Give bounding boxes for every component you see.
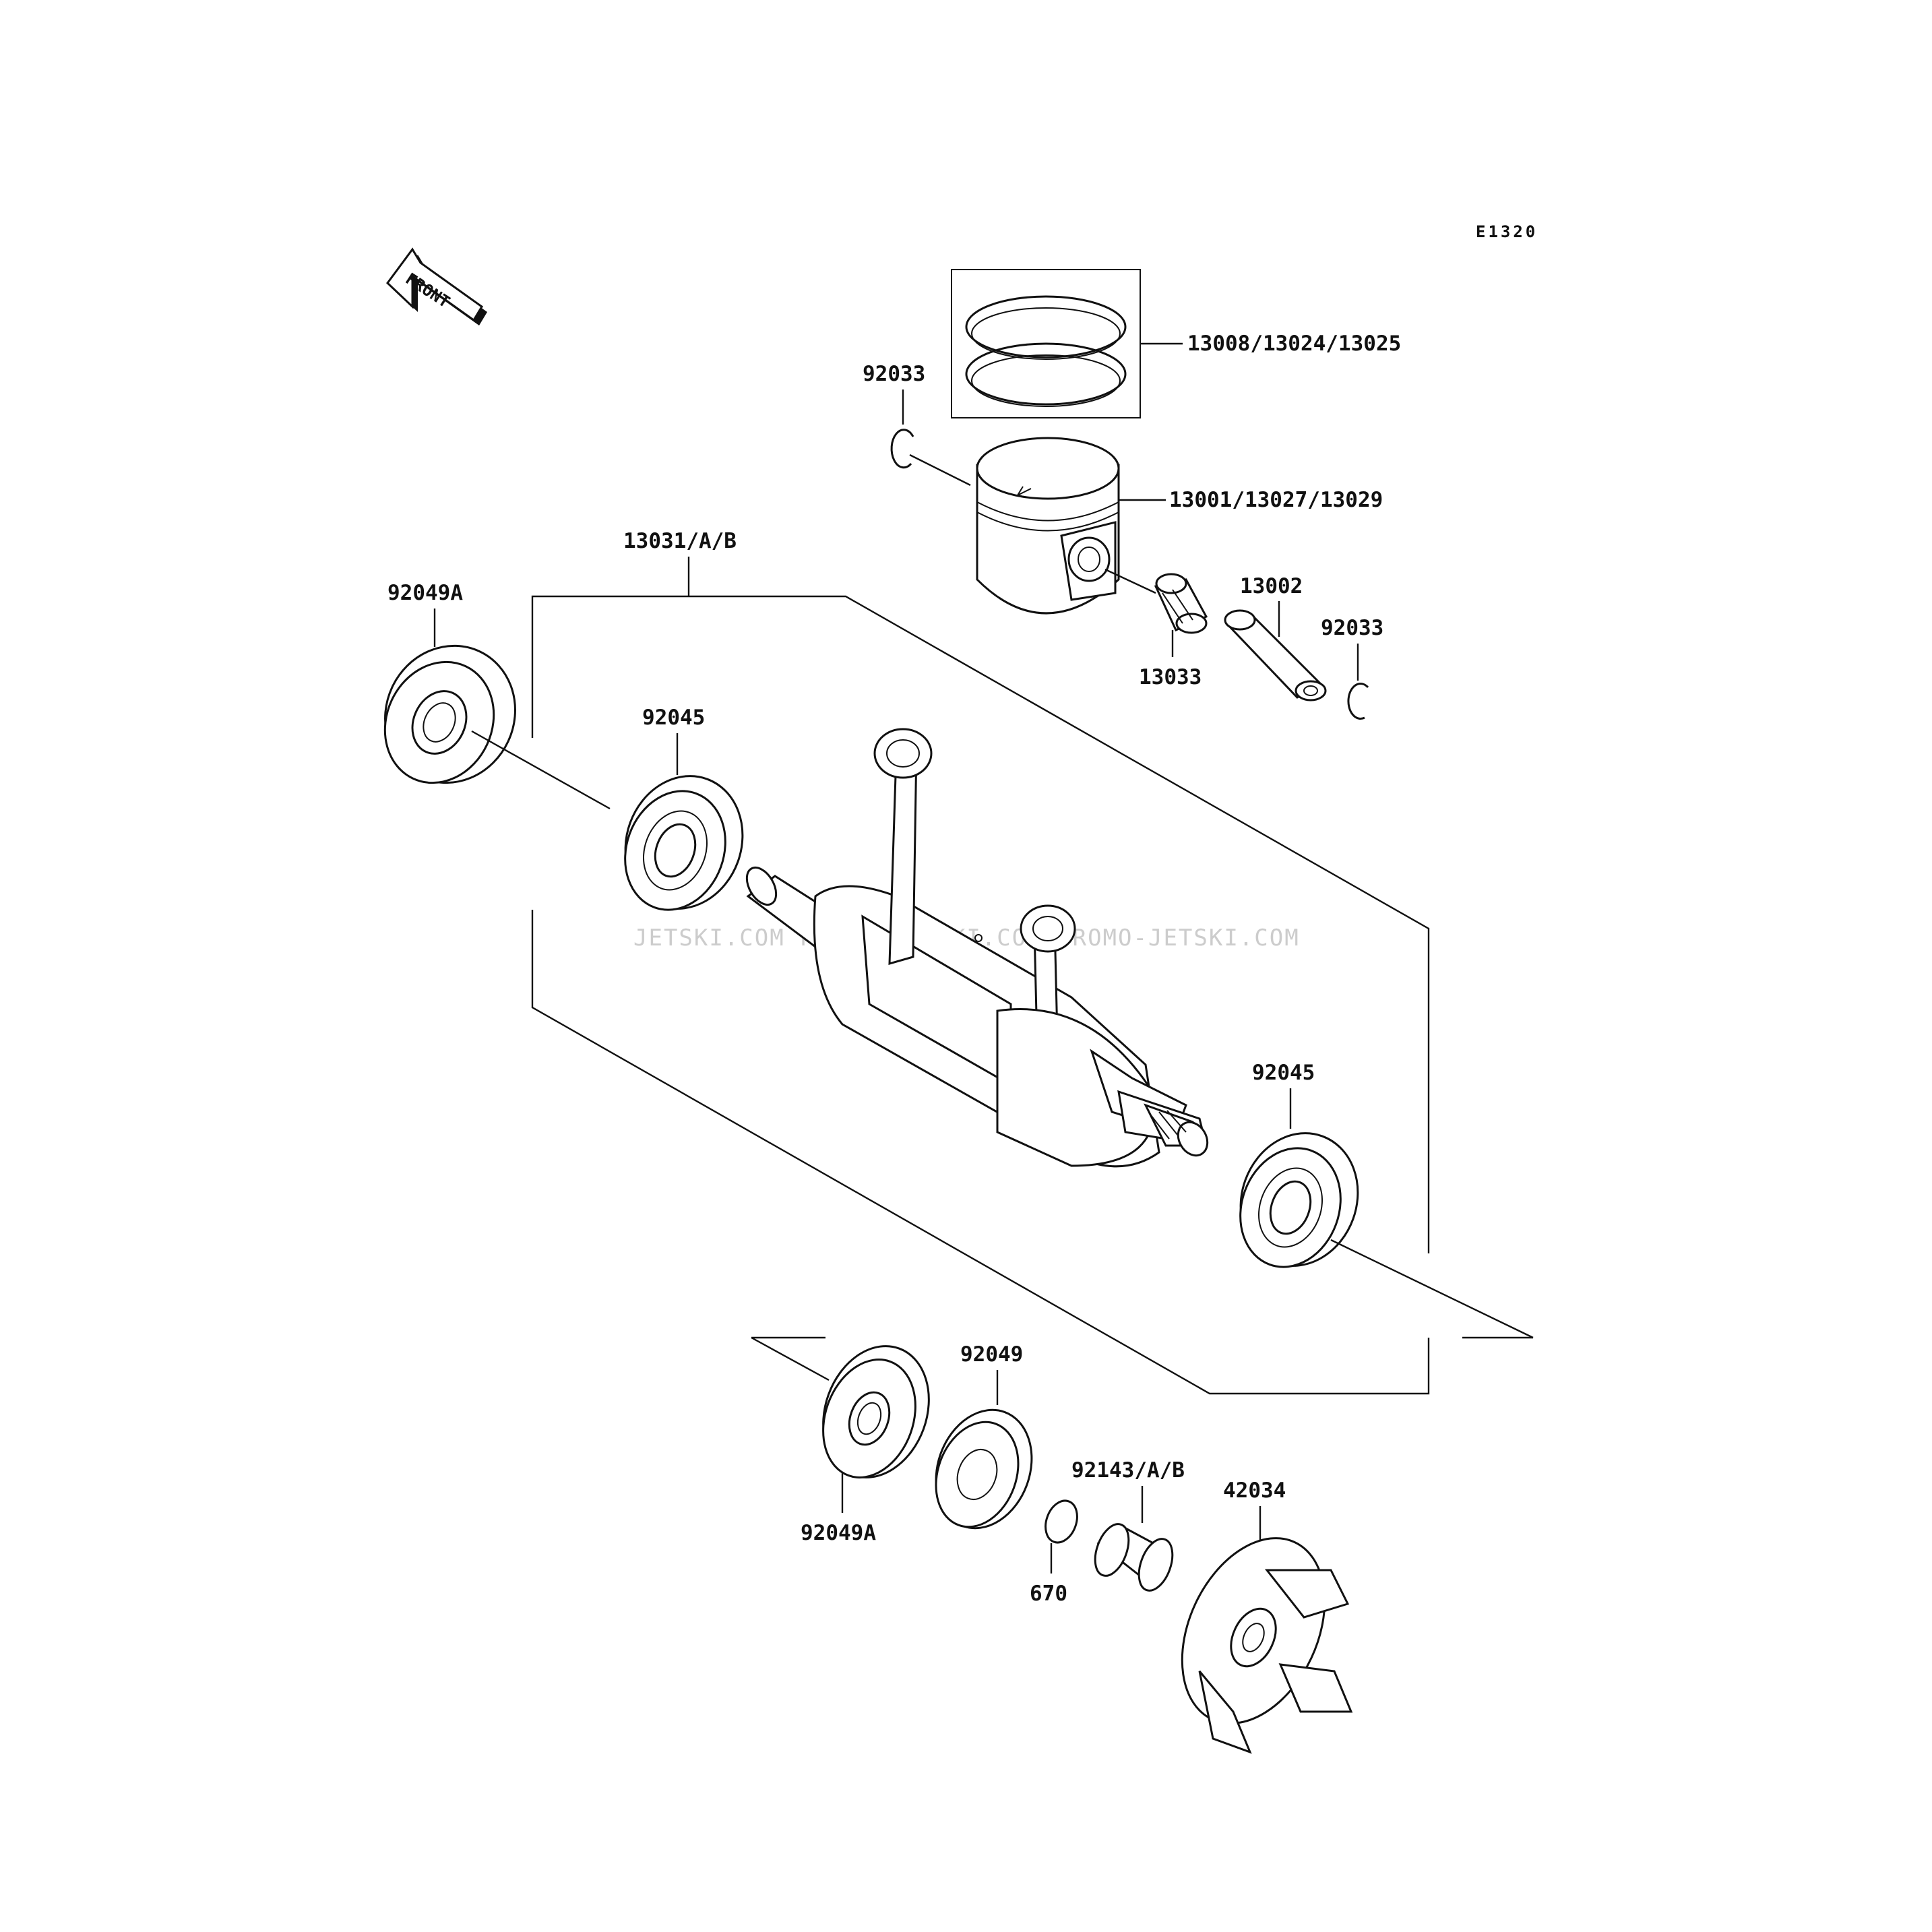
- callout-bearing-bottom: 92049: [960, 1342, 1023, 1367]
- callout-collar: 92143/A/B: [1071, 1458, 1185, 1483]
- callout-circlip-right: 92033: [1321, 616, 1383, 640]
- front-arrow-icon: FRONT: [386, 247, 487, 325]
- oil-seal-bottom: [822, 1345, 930, 1478]
- callout-oil-seal-bottom: 92049A: [801, 1521, 876, 1545]
- callout-o-ring: 670: [1030, 1582, 1067, 1606]
- bearing-left: [624, 775, 744, 911]
- callout-bearing-left: 92045: [642, 706, 705, 730]
- callout-crankshaft-assy: 13031/A/B: [623, 529, 737, 553]
- piston: [976, 437, 1120, 615]
- o-ring-icon: [1045, 1499, 1078, 1544]
- callout-needle-bearing: 13033: [1139, 665, 1202, 689]
- crankshaft: [745, 728, 1209, 1168]
- callout-circlip-top: 92033: [863, 362, 925, 386]
- diagram-code: E1320: [1476, 222, 1538, 241]
- oil-seal-left: [383, 644, 516, 784]
- piston-rings: [951, 269, 1141, 418]
- piston-pin: [1224, 609, 1327, 702]
- circlip-right-icon: [1347, 683, 1369, 720]
- collar: [1094, 1523, 1174, 1592]
- bearing-bottom: [935, 1408, 1033, 1530]
- needle-bearing: [1154, 573, 1208, 634]
- callout-oil-seal-left: 92049A: [387, 581, 463, 605]
- callout-piston-rings: 13008/13024/13025: [1187, 332, 1401, 356]
- callout-bearing-right: 92045: [1252, 1061, 1315, 1085]
- callout-piston-pin: 13002: [1240, 574, 1303, 598]
- impeller-coupling: [1181, 1537, 1353, 1754]
- callout-impeller-coupling: 42034: [1223, 1478, 1286, 1503]
- callout-piston: 13001/13027/13029: [1169, 488, 1383, 512]
- bearing-right: [1239, 1132, 1359, 1268]
- circlip-top-icon: [890, 429, 914, 469]
